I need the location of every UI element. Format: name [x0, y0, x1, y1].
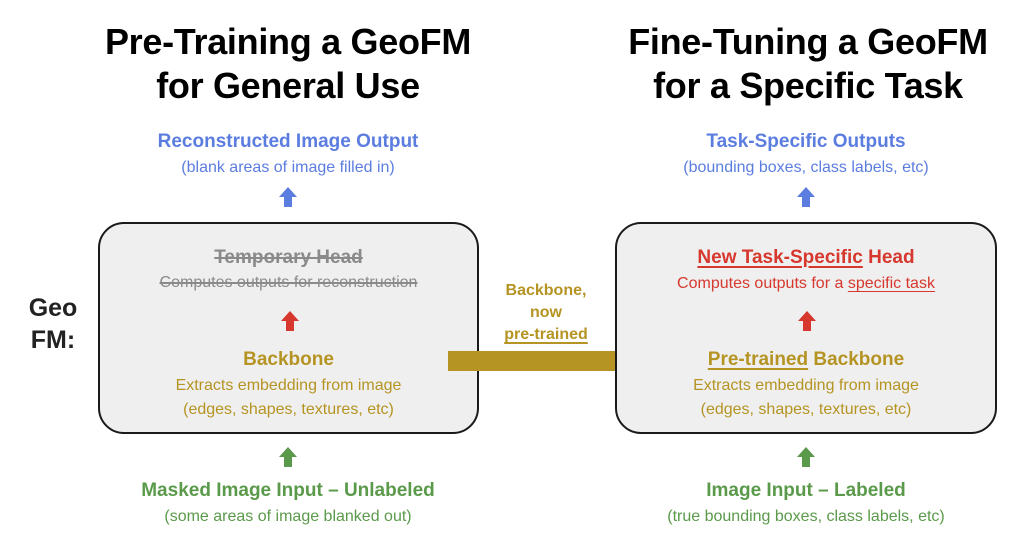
- up-arrow-icon-red: [281, 311, 299, 331]
- left-output-title: Reconstructed Image Output: [157, 131, 419, 152]
- right-backbone-title-rest: Backbone: [808, 349, 905, 370]
- task-specific-head-subtitle-prefix: Computes outputs for a: [677, 275, 848, 292]
- right-output-subtitle: (bounding boxes, class labels, etc): [683, 159, 929, 176]
- right-backbone-title-underlined: Pre-trained: [707, 349, 809, 370]
- right-input-title: Image Input – Labeled: [706, 480, 906, 501]
- task-specific-head: New Task-Specific Head Computes outputs …: [617, 246, 995, 295]
- right-title: Fine-Tuning a GeoFM for a Specific Task: [580, 20, 1028, 108]
- task-specific-head-title: New Task-Specific Head: [617, 246, 995, 270]
- transfer-label-line3: pre-trained: [504, 326, 588, 343]
- left-backbone: Backbone Extracts embedding from image (…: [100, 348, 477, 421]
- left-backbone-title: Backbone: [243, 349, 334, 370]
- task-specific-head-subtitle-underlined: specific task: [847, 275, 935, 292]
- right-title-line2: for a Specific Task: [653, 65, 963, 106]
- temporary-head-title: Temporary Head: [214, 247, 363, 268]
- transfer-label-line1: Backbone,: [505, 282, 587, 299]
- right-input-subtitle: (true bounding boxes, class labels, etc): [667, 508, 945, 525]
- right-output-title: Task-Specific Outputs: [706, 131, 906, 152]
- temporary-head: Temporary Head Computes outputs for reco…: [100, 246, 477, 294]
- transfer-arrow-icon: [448, 342, 643, 380]
- left-input: Masked Image Input – Unlabeled (some are…: [88, 479, 488, 528]
- right-title-line1: Fine-Tuning a GeoFM: [628, 21, 988, 62]
- up-arrow-icon-blue: [279, 187, 297, 207]
- left-backbone-subtitle-1: Extracts embedding from image: [175, 377, 402, 394]
- right-input: Image Input – Labeled (true bounding box…: [606, 479, 1006, 528]
- right-backbone-subtitle-2: (edges, shapes, textures, etc): [700, 401, 912, 418]
- left-backbone-subtitle-2: (edges, shapes, textures, etc): [183, 401, 394, 418]
- temporary-head-subtitle: Computes outputs for reconstruction: [159, 274, 418, 291]
- up-arrow-icon-green: [797, 447, 815, 467]
- up-arrow-icon-red: [798, 311, 816, 331]
- left-model-box: Temporary Head Computes outputs for reco…: [98, 222, 479, 434]
- transfer-label-line2: now: [530, 304, 562, 321]
- left-output-subtitle: (blank areas of image filled in): [181, 159, 395, 176]
- right-model-box: New Task-Specific Head Computes outputs …: [615, 222, 997, 434]
- right-backbone: Pre-trained Backbone Extracts embedding …: [617, 348, 995, 421]
- task-specific-head-title-underlined: New Task-Specific: [697, 247, 863, 268]
- left-input-title: Masked Image Input – Unlabeled: [141, 480, 435, 501]
- left-title-line2: for General Use: [156, 65, 420, 106]
- up-arrow-icon-green: [279, 447, 297, 467]
- left-input-subtitle: (some areas of image blanked out): [164, 508, 412, 525]
- right-output: Task-Specific Outputs (bounding boxes, c…: [606, 130, 1006, 179]
- geofm-label-line2: FM:: [30, 326, 76, 354]
- left-output: Reconstructed Image Output (blank areas …: [88, 130, 488, 179]
- left-title: Pre-Training a GeoFM for General Use: [60, 20, 516, 108]
- right-backbone-subtitle-1: Extracts embedding from image: [693, 377, 919, 394]
- right-backbone-title: Pre-trained Backbone: [617, 348, 995, 372]
- transfer-label: Backbone, now pre-trained: [488, 280, 604, 346]
- geofm-label: Geo FM:: [20, 292, 86, 356]
- up-arrow-icon-blue: [797, 187, 815, 207]
- left-title-line1: Pre-Training a GeoFM: [104, 21, 472, 62]
- task-specific-head-title-rest: Head: [862, 247, 915, 268]
- geofm-label-line1: Geo: [28, 294, 78, 322]
- task-specific-head-subtitle: Computes outputs for a specific task: [617, 273, 995, 295]
